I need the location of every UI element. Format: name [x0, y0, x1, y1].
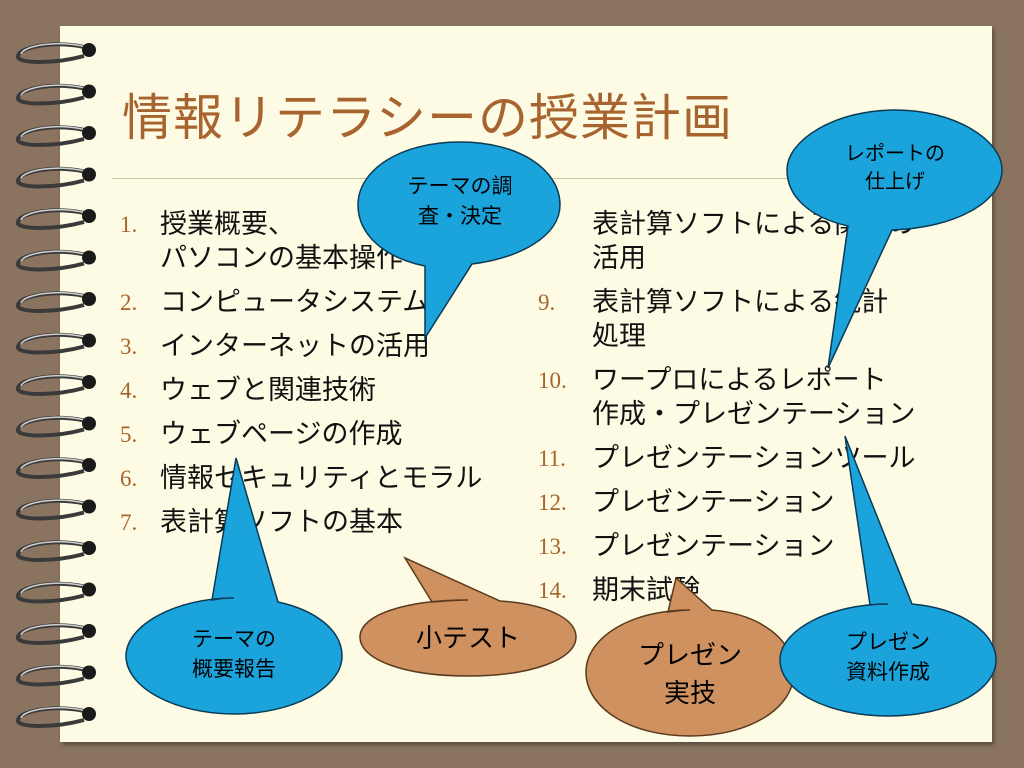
callout-presen-material-line1: プレゼン — [846, 630, 930, 654]
slide-title: 情報リテラシーの授業計画 — [122, 89, 733, 147]
item-text-line: 作成・プレゼンテーション — [592, 399, 916, 430]
item-text: ワープロによるレポート作成・プレゼンテーション — [592, 364, 915, 432]
item-text-line: 処理 — [592, 321, 646, 352]
item-number: 6. — [120, 466, 138, 491]
syllabus-list-left: 1. 授業概要、パソコンの基本操作 2. コンピュータシステム 3. インターネットの活用… — [120, 208, 540, 550]
syllabus-item: 4. ウェブと関連技術 — [120, 374, 540, 408]
item-text: プレゼンテーションツール — [592, 442, 915, 476]
item-text-line: 活用 — [592, 243, 646, 274]
item-text: 表計算ソフトの基本 — [160, 506, 403, 540]
syllabus-item: 7. 表計算ソフトの基本 — [120, 506, 540, 540]
callout-report-line2: 仕上げ — [865, 169, 925, 193]
item-number: 7. — [120, 510, 138, 535]
item-text-line: プレゼンテーション — [592, 487, 835, 518]
item-text: 授業概要、パソコンの基本操作 — [160, 208, 403, 276]
callout-quiz-line1: 小テスト — [416, 624, 520, 654]
callout-theme-report: テーマの 概要報告 — [125, 457, 343, 715]
item-text: プレゼンテーション — [592, 530, 834, 564]
syllabus-item: 2. コンピュータシステム — [120, 286, 540, 320]
item-text: プレゼンテーション — [592, 486, 834, 520]
item-number: 2. — [120, 290, 138, 315]
item-text-line: プレゼンテーション — [592, 531, 835, 562]
item-number: 3. — [120, 334, 138, 359]
item-text-line: ウェブと関連技術 — [160, 375, 376, 406]
callout-presen-practice: プレゼン 実技 — [585, 576, 795, 737]
item-text: ウェブページの作成 — [160, 418, 402, 452]
callout-presen-practice-line1: プレゼン — [638, 641, 742, 671]
syllabus-item: 5. ウェブページの作成 — [120, 418, 540, 452]
item-text-line: プレゼンテーションツール — [592, 443, 916, 474]
syllabus-item: 13. プレゼンテーション — [538, 530, 978, 564]
item-text-line: パソコンの基本操作 — [160, 243, 403, 274]
item-text-line: インターネットの活用 — [160, 331, 430, 362]
item-text-line: ワープロによるレポート — [592, 365, 887, 396]
item-text: ウェブと関連技術 — [160, 374, 376, 408]
callout-report-line1: レポートの — [845, 141, 945, 165]
item-number: 13. — [538, 534, 567, 559]
item-text: コンピュータシステム — [160, 286, 429, 320]
callout-theme-decide-line1: テーマの調 — [408, 174, 513, 198]
item-number: 5. — [120, 422, 138, 447]
item-number: 11. — [538, 446, 566, 471]
item-number: 4. — [120, 378, 138, 403]
item-number: 9. — [538, 290, 556, 315]
callout-presen-material-line2: 資料作成 — [846, 660, 930, 684]
item-text-line: 表計算ソフトの基本 — [160, 507, 403, 538]
item-text-line: ウェブページの作成 — [160, 419, 403, 450]
item-number: 10. — [538, 368, 567, 393]
syllabus-item: 6. 情報セキュリティとモラル — [120, 462, 540, 496]
callout-theme-decide: テーマの調 査・決定 — [357, 141, 561, 341]
callout-quiz: 小テスト — [359, 556, 577, 677]
item-text-line: 授業概要、 — [160, 209, 295, 240]
syllabus-item: 3. インターネットの活用 — [120, 330, 540, 364]
item-text: インターネットの活用 — [160, 330, 430, 364]
callout-theme-report-line2: 概要報告 — [192, 657, 276, 681]
callout-theme-decide-line2: 査・決定 — [418, 204, 502, 228]
item-text-line: 情報セキュリティとモラル — [160, 463, 483, 494]
syllabus-item: 11. プレゼンテーションツール — [538, 442, 978, 476]
callout-presen-practice-line2: 実技 — [664, 679, 716, 709]
syllabus-item: 1. 授業概要、パソコンの基本操作 — [120, 208, 540, 276]
callout-theme-report-line1: テーマの — [192, 627, 276, 651]
item-number: 12. — [538, 490, 567, 515]
item-number: 14. — [538, 578, 567, 603]
item-text: 情報セキュリティとモラル — [160, 462, 482, 496]
callout-report: レポートの 仕上げ — [786, 109, 1003, 369]
item-number: 1. — [120, 212, 138, 237]
syllabus-item: 10. ワープロによるレポート作成・プレゼンテーション — [538, 364, 978, 432]
callout-presen-material: プレゼン 資料作成 — [779, 435, 997, 717]
item-text-line: コンピュータシステム — [160, 287, 430, 318]
syllabus-item: 12. プレゼンテーション — [538, 486, 978, 520]
